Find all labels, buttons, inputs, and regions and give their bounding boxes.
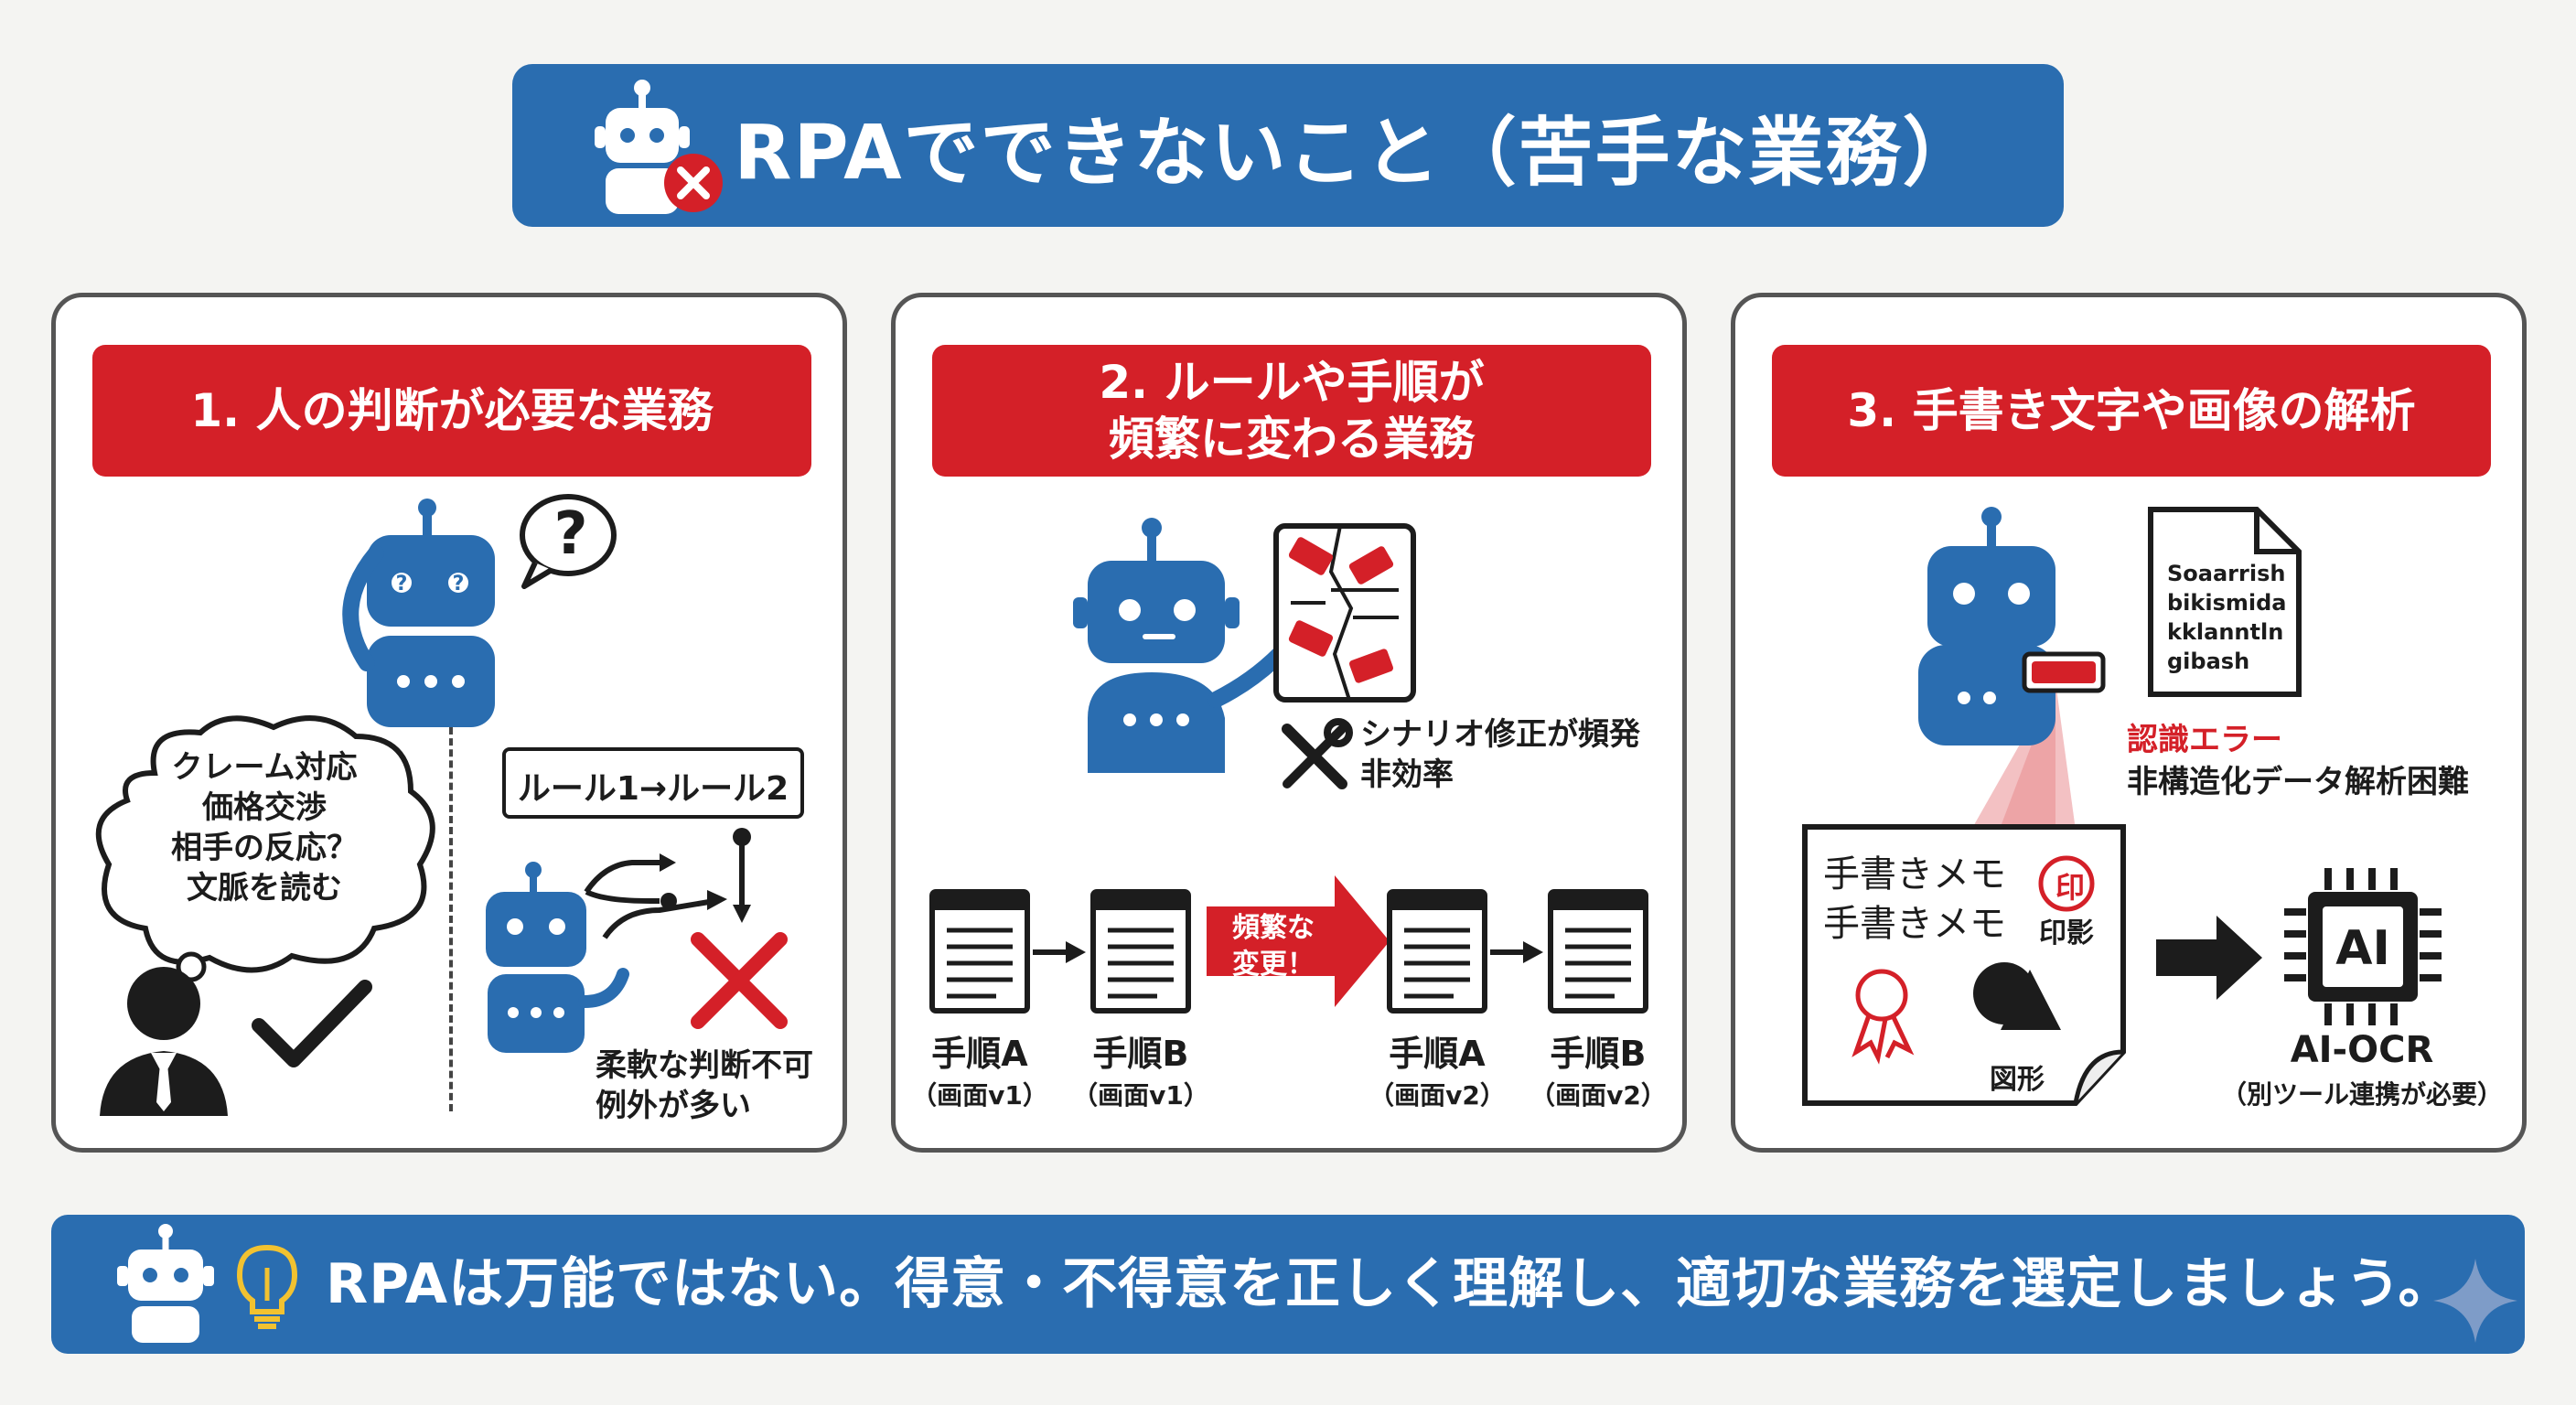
caption-line: 例外が多い bbox=[596, 1088, 751, 1124]
panel-1-heading: 1. 人の判断が必要な業務 bbox=[92, 345, 811, 477]
handwriting-line: 手書きメモ bbox=[1823, 903, 2006, 945]
dashed-divider bbox=[449, 727, 453, 1111]
issue-line: 非効率 bbox=[1360, 756, 1454, 793]
thought-line: 相手の反応？ bbox=[171, 830, 358, 866]
garbled-line: gibash bbox=[2167, 649, 2250, 674]
ai-chip-label: AI bbox=[2335, 921, 2390, 976]
change-label-line: 頻繁な bbox=[1232, 912, 1315, 944]
error-desc: 非構造化データ解析困難 bbox=[2127, 764, 2469, 800]
handwriting-line: 手書きメモ bbox=[1823, 853, 2006, 896]
doc-icon-1 bbox=[929, 889, 1030, 1014]
panel-2-heading-line: 頻繁に変わる業務 bbox=[1108, 413, 1475, 466]
footer-message: RPAは万能ではない。得意・不得意を正しく理解し、適切な業務を選定しましょう。 bbox=[326, 1252, 2454, 1316]
issue-line: シナリオ修正が頻発 bbox=[1360, 716, 1640, 753]
caption-line: 柔軟な判断不可 bbox=[596, 1047, 813, 1084]
ai-ocr-note: （別ツール連携が必要） bbox=[2220, 1079, 2503, 1110]
doc-icon-2 bbox=[1090, 889, 1191, 1014]
doc-name: 手順B bbox=[1550, 1034, 1647, 1074]
doc-name: 手順A bbox=[931, 1034, 1028, 1074]
robot-error-icon bbox=[595, 80, 723, 214]
panel-2-heading: 2. ルールや手順が 頻繁に変わる業務 bbox=[932, 345, 1651, 477]
tools-icon bbox=[1282, 718, 1353, 789]
garbled-line: Soaarrish bbox=[2167, 561, 2286, 586]
page-title: RPAでできないこと（苦手な業務） bbox=[734, 109, 1980, 197]
footer-banner: RPAは万能ではない。得意・不得意を正しく理解し、適切な業務を選定しましょう。 bbox=[51, 1215, 2525, 1354]
panel-handwriting-image: 3. 手書き文字や画像の解析 Soaarrish bikismida kklan… bbox=[1731, 293, 2527, 1153]
question-bubble bbox=[520, 494, 617, 589]
thought-line: 価格交渉 bbox=[202, 789, 327, 826]
panel-3-heading: 3. 手書き文字や画像の解析 bbox=[1772, 345, 2491, 477]
arrow-right-icon bbox=[2156, 916, 2262, 1000]
panel-1-caption: 柔軟な判断不可 例外が多い bbox=[596, 1046, 813, 1126]
garbled-line: bikismida bbox=[2167, 590, 2287, 616]
question-mark: ? bbox=[553, 500, 588, 568]
panel-frequent-changes: 2. ルールや手順が 頻繁に変わる業務 シナリオ修正が頻発 非 bbox=[891, 293, 1687, 1153]
branching-robot-diagram bbox=[486, 828, 788, 1053]
person-icon bbox=[100, 967, 228, 1116]
robot-icon bbox=[117, 1224, 214, 1343]
svg-text:?: ? bbox=[453, 573, 465, 595]
doc-label-4: 手順B （画面v2） bbox=[1525, 1025, 1671, 1112]
check-icon bbox=[252, 980, 372, 1067]
handwritten-sheet bbox=[1802, 824, 2126, 1106]
title-banner: RPAでできないこと（苦手な業務） bbox=[512, 64, 2064, 227]
ai-chip-icon bbox=[2284, 868, 2442, 1025]
rule-box-label: ルール1→ルール2 bbox=[517, 770, 789, 808]
garbled-line: kklanntln bbox=[2167, 619, 2284, 645]
document-flow bbox=[929, 875, 1648, 1014]
rule-box bbox=[502, 747, 804, 819]
stamp-label: 印影 bbox=[2039, 917, 2094, 949]
handwriting-text: 手書きメモ 手書きメモ bbox=[1823, 850, 2006, 949]
panel-2-issue: シナリオ修正が頻発 非効率 bbox=[1360, 714, 1640, 795]
doc-version: （画面v1） bbox=[1072, 1080, 1209, 1110]
doc-icon-4 bbox=[1548, 889, 1648, 1014]
panel-3-heading-text: 3. 手書き文字や画像の解析 bbox=[1847, 384, 2416, 437]
change-label: 頻繁な 変更！ bbox=[1214, 910, 1333, 983]
change-label-line: 変更！ bbox=[1232, 949, 1315, 981]
doc-label-1: 手順A （画面v1） bbox=[907, 1025, 1053, 1112]
panel-human-judgment: 1. 人の判断が必要な業務 ? ? ? クレーム対応 価格交渉 相手の反応？ 文… bbox=[51, 293, 847, 1153]
doc-label-2: 手順B （画面v1） bbox=[1068, 1025, 1214, 1112]
stamp-char: 印 bbox=[2055, 870, 2085, 905]
robot-broken-document-icon bbox=[1073, 518, 1416, 773]
doc-icon-3 bbox=[1387, 889, 1487, 1014]
svg-text:?: ? bbox=[396, 573, 408, 595]
thought-text: クレーム対応 価格交渉 相手の反応？ 文脈を読む bbox=[109, 747, 420, 908]
doc-name: 手順B bbox=[1092, 1034, 1189, 1074]
sparkle-icon bbox=[2433, 1259, 2517, 1343]
thinking-robot-icon: ? ? bbox=[342, 499, 495, 727]
error-title: 認識エラー bbox=[2127, 722, 2282, 758]
garbled-text: Soaarrish bikismida kklanntln gibash bbox=[2167, 559, 2287, 676]
doc-label-3: 手順A （画面v2） bbox=[1364, 1025, 1510, 1112]
lightbulb-icon bbox=[236, 1244, 298, 1329]
doc-version: （画面v2） bbox=[1530, 1080, 1667, 1110]
thought-line: 文脈を読む bbox=[187, 870, 342, 906]
ai-ocr-title: AI-OCR bbox=[2290, 1029, 2434, 1071]
doc-version: （画面v1） bbox=[911, 1080, 1048, 1110]
doc-version: （画面v2） bbox=[1368, 1080, 1506, 1110]
garbled-document bbox=[2148, 507, 2302, 697]
panel-2-heading-line: 2. ルールや手順が bbox=[1099, 356, 1485, 409]
panel-1-heading-text: 1. 人の判断が必要な業務 bbox=[190, 384, 714, 437]
thought-line: クレーム対応 bbox=[171, 749, 358, 786]
shape-label: 図形 bbox=[1990, 1064, 2045, 1096]
doc-name: 手順A bbox=[1389, 1034, 1486, 1074]
